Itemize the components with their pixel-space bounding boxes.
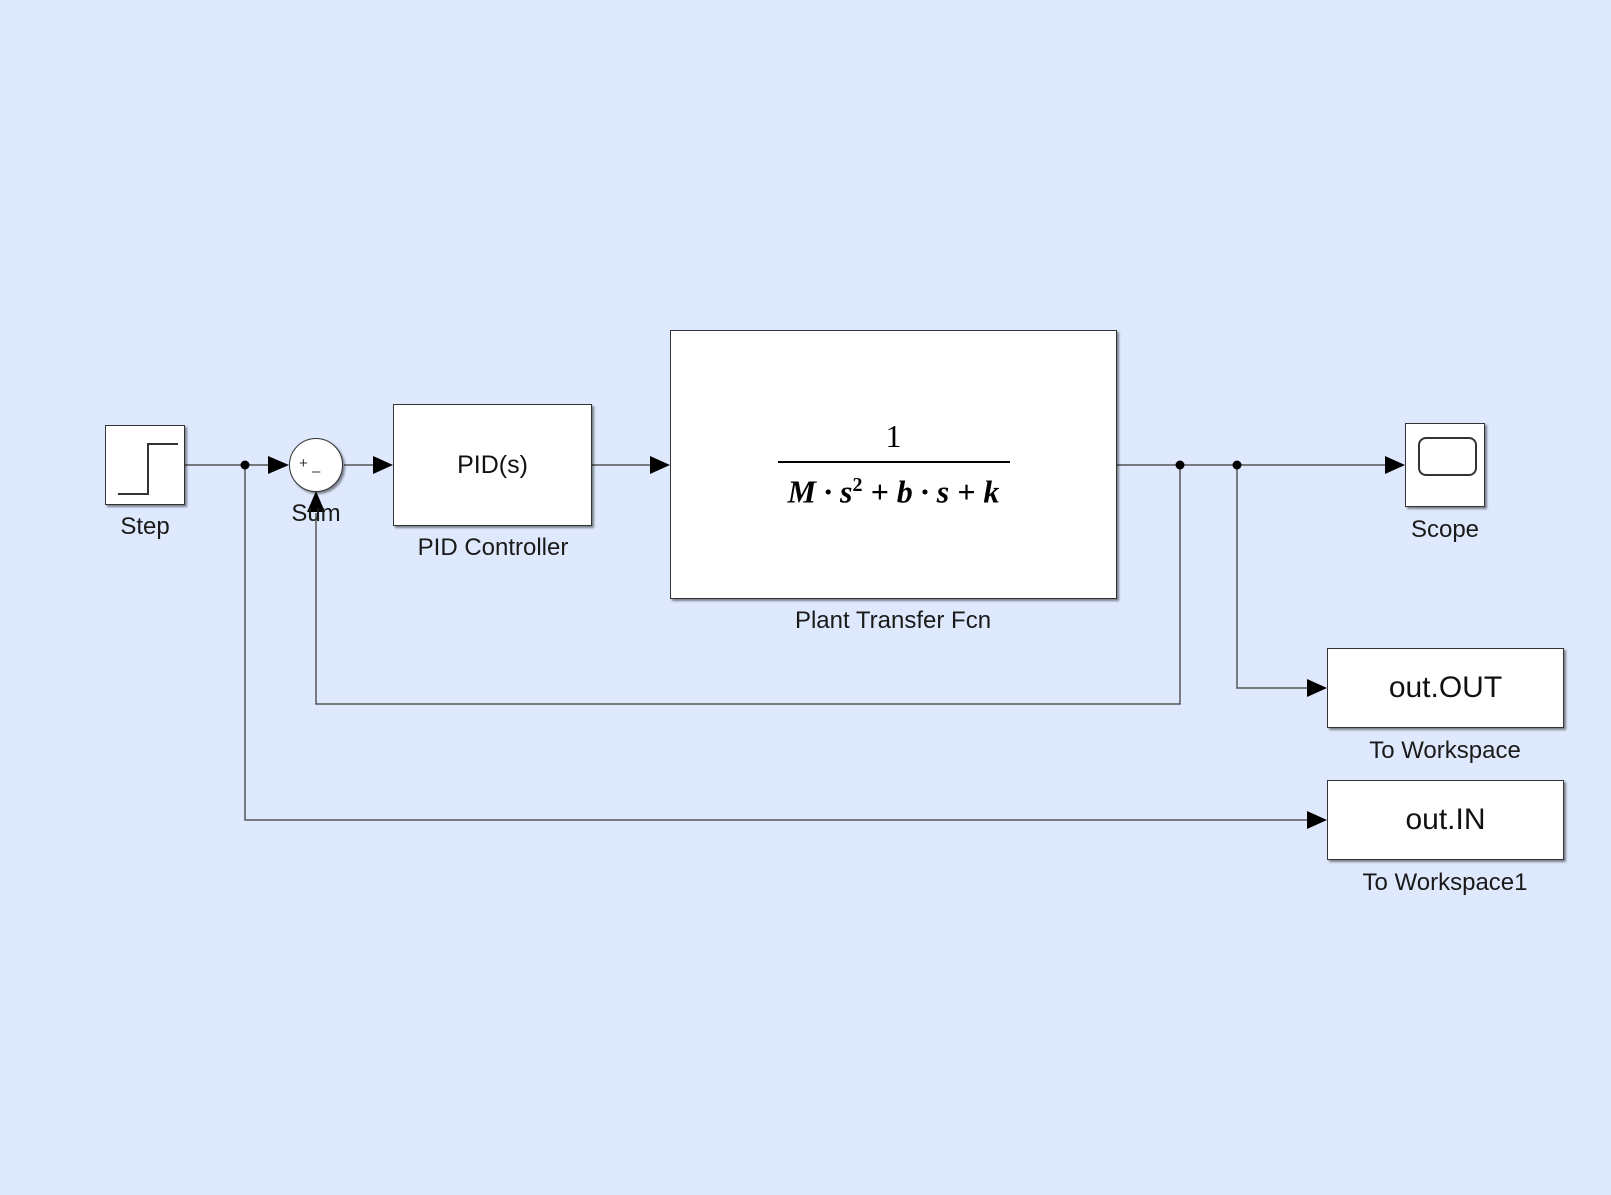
scope-block[interactable] [1405, 423, 1485, 507]
arrow-into-sum-bottom [307, 491, 325, 512]
fraction-bar [777, 461, 1010, 464]
arrow-into-sum [268, 456, 289, 474]
to-workspace1-block[interactable]: out.IN [1327, 780, 1564, 860]
pid-controller-block[interactable]: PID(s) [393, 404, 592, 526]
to-workspace-label: To Workspace [1369, 737, 1521, 764]
step-block[interactable] [105, 425, 185, 505]
arrow-into-to-workspace [1307, 679, 1327, 697]
step-label: Step [120, 513, 170, 540]
transfer-function-denominator: M · s2 + b · s + k [787, 473, 1000, 510]
branch-point-feedback [1175, 460, 1185, 470]
transfer-function-numerator: 1 [885, 418, 902, 455]
arrow-into-pid [373, 456, 393, 474]
branch-point-workspace [1232, 460, 1242, 470]
sum-minus-sign: – [312, 463, 321, 480]
plant-transfer-fcn-label: Plant Transfer Fcn [794, 607, 992, 634]
sum-label: Sum [291, 500, 341, 527]
wire-feedback [315, 465, 1181, 705]
sum-plus-sign: + [299, 455, 308, 472]
pid-block-text: PID(s) [457, 450, 528, 479]
pid-controller-label: PID Controller [417, 534, 569, 561]
wire-to-workspace [1236, 465, 1307, 689]
arrow-into-to-workspace1 [1307, 811, 1327, 829]
step-icon [118, 443, 178, 495]
sum-block[interactable]: + – [289, 438, 343, 492]
scope-label: Scope [1410, 516, 1480, 543]
arrow-into-plant [650, 456, 670, 474]
wire-step-to-workspace1 [244, 465, 1307, 821]
transfer-function-fraction: 1 M · s2 + b · s + k [777, 417, 1010, 512]
to-workspace-variable: out.OUT [1388, 671, 1503, 704]
to-workspace1-variable: out.IN [1405, 803, 1486, 836]
arrow-into-scope [1385, 456, 1405, 474]
to-workspace-block[interactable]: out.OUT [1327, 648, 1564, 728]
branch-point-step [240, 460, 250, 470]
scope-screen-icon [1418, 437, 1477, 476]
to-workspace1-label: To Workspace1 [1362, 869, 1528, 896]
plant-transfer-fcn-block[interactable]: 1 M · s2 + b · s + k [670, 330, 1117, 599]
